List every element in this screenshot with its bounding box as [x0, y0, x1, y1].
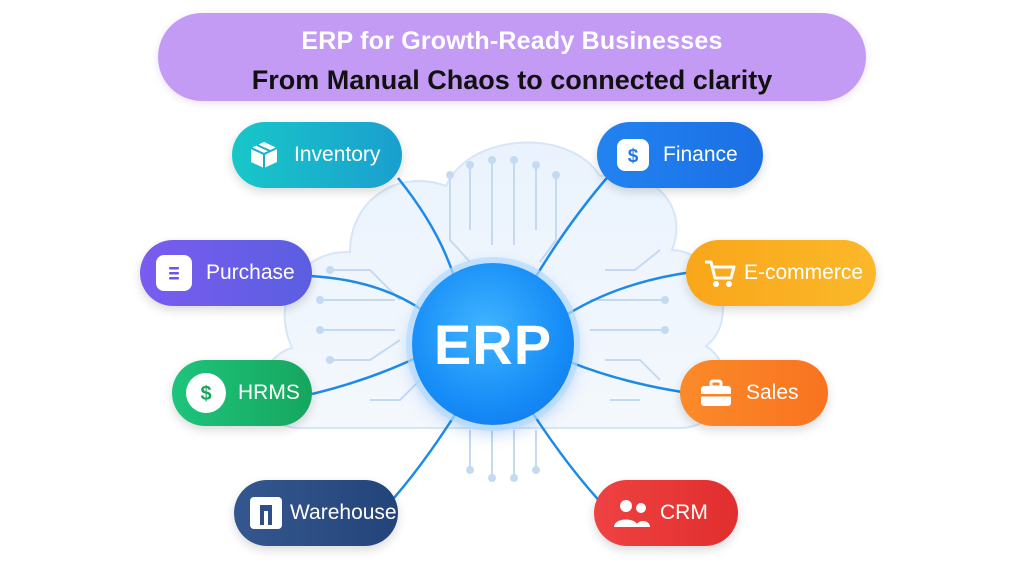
connector-inventory [397, 177, 457, 281]
connector-finance [533, 171, 613, 279]
module-warehouse[interactable]: Warehouse [234, 480, 398, 546]
banner-subtitle: From Manual Chaos to connected clarity [251, 65, 773, 95]
module-label-warehouse: Warehouse [290, 501, 397, 524]
module-purchase[interactable]: Purchase [140, 240, 312, 306]
erp-hub: ERP [412, 263, 574, 425]
module-label-crm: CRM [660, 501, 708, 524]
dollar-icon: $ [186, 373, 226, 413]
module-crm[interactable]: CRM [594, 480, 738, 546]
warehouse-icon [250, 497, 282, 529]
svg-text:$: $ [628, 146, 639, 167]
module-label-sales: Sales [746, 381, 799, 404]
module-label-inventory: Inventory [294, 143, 381, 166]
title-banner: ERP for Growth-Ready Businesses From Man… [158, 13, 866, 101]
connector-hrms [311, 354, 421, 396]
briefcase-icon [698, 375, 734, 411]
circuit-nodes [316, 156, 669, 482]
box-icon [246, 137, 282, 173]
hub-label: ERP [433, 312, 553, 376]
module-label-hrms: HRMS [238, 381, 300, 404]
connector-ecommerce [567, 270, 693, 316]
module-inventory[interactable]: Inventory [232, 122, 402, 188]
users-icon [612, 495, 652, 531]
document-icon [156, 255, 192, 291]
module-hrms[interactable]: $ HRMS [172, 360, 312, 426]
dollar-icon: $ [617, 139, 649, 171]
module-label-purchase: Purchase [206, 261, 295, 284]
module-sales[interactable]: Sales [680, 360, 828, 426]
banner-title: ERP for Growth-Ready Businesses [301, 27, 723, 55]
circuit-traces [320, 160, 665, 478]
shopping-cart-icon [702, 255, 738, 291]
module-label-finance: Finance [663, 143, 738, 166]
connector-sales [569, 360, 683, 394]
svg-text:$: $ [200, 383, 211, 405]
connector-purchase [309, 274, 426, 314]
module-label-ecommerce: E-commerce [744, 261, 864, 284]
module-ecommerce[interactable]: E-commerce [686, 240, 876, 306]
module-finance[interactable]: $ Finance [597, 122, 763, 188]
